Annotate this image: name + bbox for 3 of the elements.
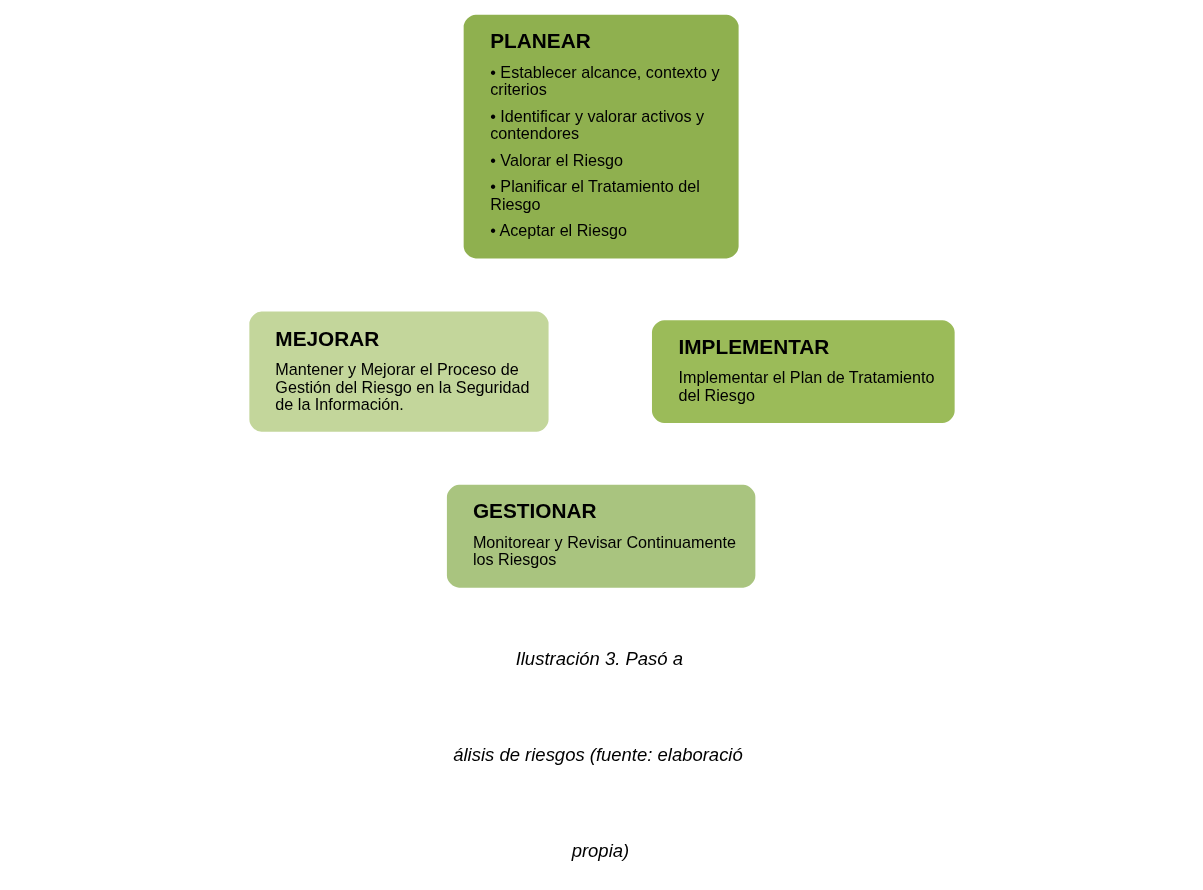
label: álisis de riesgos (fuente: elaboració [452,744,743,766]
label: propia) [571,840,629,862]
label: Ilustración 3. Pasó a [515,648,683,670]
